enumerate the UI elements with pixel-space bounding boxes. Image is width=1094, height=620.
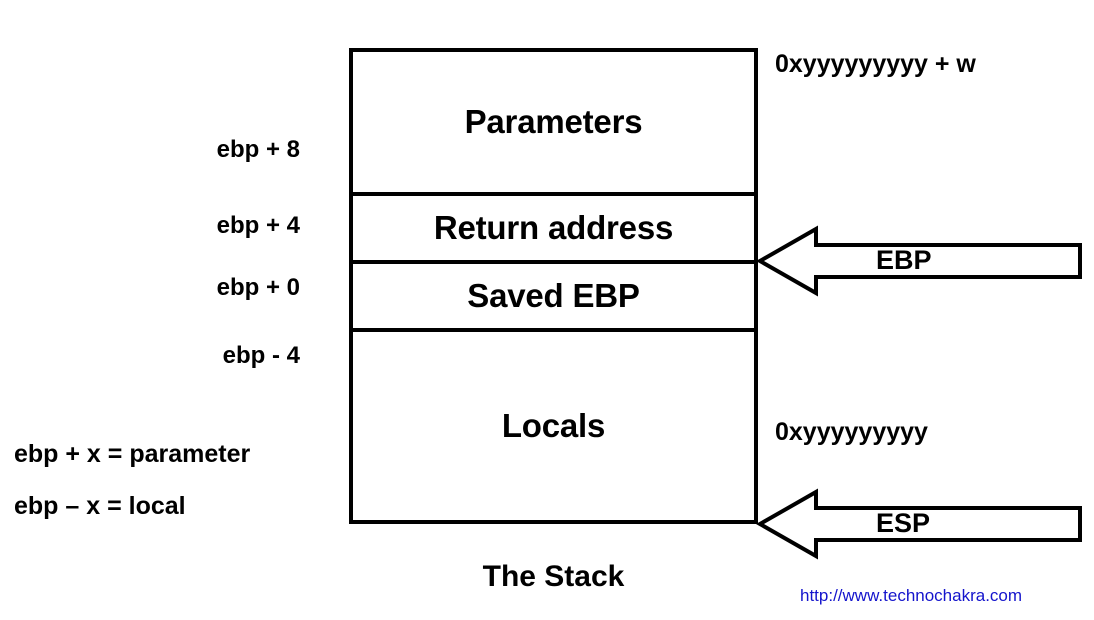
watermark-url: http://www.technochakra.com — [800, 586, 1023, 605]
stack-cell-locals: Locals — [353, 328, 754, 520]
ebp-pointer-arrow: EBP — [755, 225, 1082, 297]
stack-cell-saved-ebp: Saved EBP — [353, 260, 754, 328]
esp-pointer-label: ESP — [876, 508, 931, 538]
address-label-low: 0xyyyyyyyyy — [775, 418, 928, 446]
stack-cell-return-address: Return address — [353, 192, 754, 260]
offset-label-ebp-plus-4: ebp + 4 — [216, 212, 300, 239]
offset-label-ebp-minus-4: ebp - 4 — [222, 342, 300, 369]
esp-pointer-arrow: ESP — [755, 488, 1082, 560]
legend-local-rule: ebp – x = local — [14, 492, 186, 520]
diagram-caption: The Stack — [482, 560, 625, 593]
left-arrow-icon — [755, 225, 1082, 297]
stack-frame-box: Parameters Return address Saved EBP Loca… — [349, 48, 758, 524]
legend-parameter-rule: ebp + x = parameter — [14, 440, 251, 468]
address-label-high: 0xyyyyyyyyy + w — [775, 50, 976, 78]
ebp-pointer-label: EBP — [876, 245, 932, 275]
stack-cell-parameters: Parameters — [464, 103, 643, 140]
offset-label-ebp-plus-0: ebp + 0 — [216, 274, 300, 301]
left-arrow-icon — [755, 488, 1082, 560]
offset-label-ebp-plus-8: ebp + 8 — [216, 136, 300, 163]
